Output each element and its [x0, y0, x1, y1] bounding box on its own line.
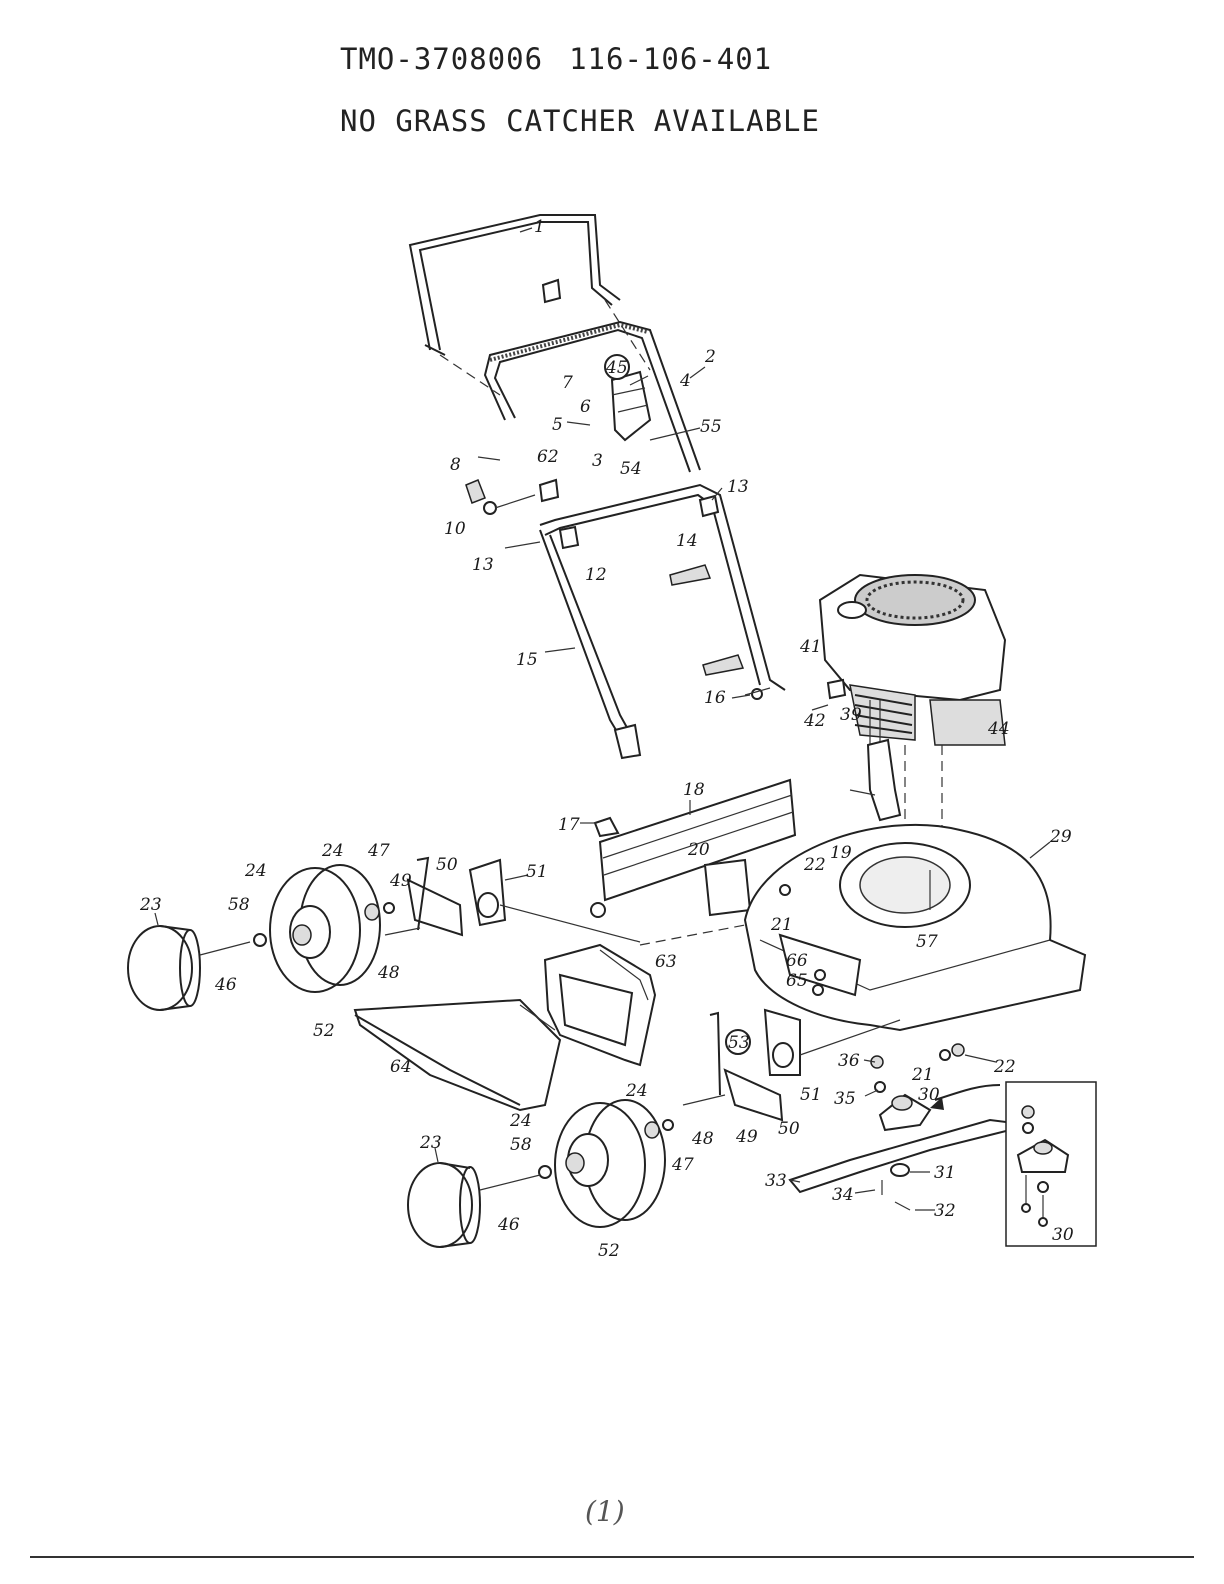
- part-label-23-rear: 23: [139, 895, 162, 915]
- part-label-5: 5: [552, 415, 563, 435]
- part-label-53: 53: [728, 1033, 750, 1053]
- part-label-42: 42: [803, 711, 826, 731]
- part-label-39: 39: [840, 705, 862, 725]
- part-label-51-front: 51: [800, 1085, 822, 1105]
- part-label-24-front-outer: 24: [625, 1081, 648, 1101]
- discharge-deflector: [353, 998, 562, 1112]
- part-label-49-front: 49: [735, 1127, 758, 1147]
- rear-trim-plate: [590, 778, 797, 918]
- front-wheel-assembly: [407, 1008, 901, 1248]
- part-label-65: 65: [786, 971, 808, 991]
- part-label-7: 7: [562, 373, 573, 393]
- mower-deck: [743, 823, 1087, 1032]
- part-label-30: 30: [918, 1085, 940, 1105]
- model-code: TMO-3708006: [340, 42, 544, 76]
- part-label-57: 57: [916, 932, 938, 952]
- part-label-24-front-inner: 24: [509, 1111, 532, 1131]
- part-label-48-front: 48: [691, 1129, 714, 1149]
- handle-hardware: [465, 278, 771, 700]
- part-label-44: 44: [987, 719, 1010, 739]
- part-label-66: 66: [786, 951, 808, 971]
- part-label-15: 15: [516, 650, 538, 670]
- part-label-51-rear: 51: [526, 862, 548, 882]
- part-label-24-rear-inner: 24: [244, 861, 267, 881]
- part-label-17: 17: [558, 815, 580, 835]
- middle-handle: [439, 299, 701, 473]
- part-label-22-lower: 22: [993, 1057, 1016, 1077]
- part-label-45: 45: [605, 358, 628, 378]
- part-label-20: 20: [687, 840, 710, 860]
- part-label-46-front: 46: [497, 1215, 520, 1235]
- part-label-33: 33: [765, 1171, 787, 1191]
- part-label-13-lower: 13: [472, 555, 494, 575]
- part-label-62: 62: [537, 447, 559, 467]
- part-label-64: 64: [390, 1057, 412, 1077]
- part-label-14: 14: [676, 531, 698, 551]
- model-number: 116-106-401: [569, 42, 773, 76]
- part-label-50-rear: 50: [436, 855, 458, 875]
- part-label-21-lower: 21: [911, 1065, 934, 1085]
- part-label-36: 36: [838, 1051, 860, 1071]
- part-label-31: 31: [934, 1163, 956, 1183]
- part-label-6: 6: [580, 397, 591, 417]
- part-label-18: 18: [683, 780, 705, 800]
- part-label-49-rear: 49: [389, 871, 412, 891]
- engine-bracket: [866, 738, 902, 822]
- part-label-22-upper: 22: [803, 855, 826, 875]
- part-label-8: 8: [450, 455, 461, 475]
- part-label-41: 41: [799, 637, 822, 657]
- part-label-3: 3: [592, 451, 603, 471]
- part-label-21-upper: 21: [770, 915, 793, 935]
- part-label-55: 55: [700, 417, 722, 437]
- part-label-58-front: 58: [510, 1135, 532, 1155]
- control-box: [604, 354, 652, 442]
- part-label-47-front: 47: [671, 1155, 694, 1175]
- part-label-58-rear: 58: [228, 895, 250, 915]
- model-header: TMO-3708006 116-106-401: [340, 42, 798, 76]
- part-labels: 1 2 3 4 5 6 7 8 10 12 13 13 14 15 16 17 …: [139, 217, 1074, 1261]
- part-label-34: 34: [832, 1185, 854, 1205]
- upper-handle: [408, 214, 621, 356]
- part-label-30-inset: 30: [1052, 1225, 1074, 1245]
- lower-handle: [539, 483, 786, 760]
- part-label-46-rear: 46: [214, 975, 237, 995]
- part-label-2: 2: [704, 347, 716, 367]
- page-mark: (1): [585, 1495, 625, 1528]
- part-label-13-upper: 13: [727, 477, 749, 497]
- part-label-19: 19: [830, 843, 852, 863]
- bottom-rule: [30, 1556, 1194, 1558]
- part-label-29: 29: [1049, 827, 1072, 847]
- rear-wheel-assembly: [127, 856, 641, 1011]
- part-label-47-rear: 47: [367, 841, 390, 861]
- side-discharge-chute: [543, 924, 746, 1067]
- part-label-24-rear-outer: 24: [321, 841, 344, 861]
- part-label-1: 1: [534, 217, 545, 237]
- engine: [811, 573, 1007, 760]
- part-label-35: 35: [834, 1089, 856, 1109]
- availability-note: NO GRASS CATCHER AVAILABLE: [340, 104, 820, 138]
- blade-assembly: [788, 1043, 1031, 1211]
- leader-lines: [154, 227, 1051, 1211]
- part-label-50-front: 50: [778, 1119, 800, 1139]
- part-label-12: 12: [585, 565, 607, 585]
- part-label-48-rear: 48: [377, 963, 400, 983]
- part-label-63: 63: [655, 952, 677, 972]
- part-label-52-rear: 52: [313, 1021, 335, 1041]
- part-label-52-front: 52: [598, 1241, 620, 1261]
- part-label-32: 32: [934, 1201, 956, 1221]
- blade-adapter-inset: [1005, 1081, 1097, 1247]
- part-label-23-front: 23: [419, 1133, 442, 1153]
- part-label-10: 10: [444, 519, 466, 539]
- part-label-54: 54: [620, 459, 642, 479]
- part-label-4: 4: [679, 371, 691, 391]
- part-label-16: 16: [704, 688, 726, 708]
